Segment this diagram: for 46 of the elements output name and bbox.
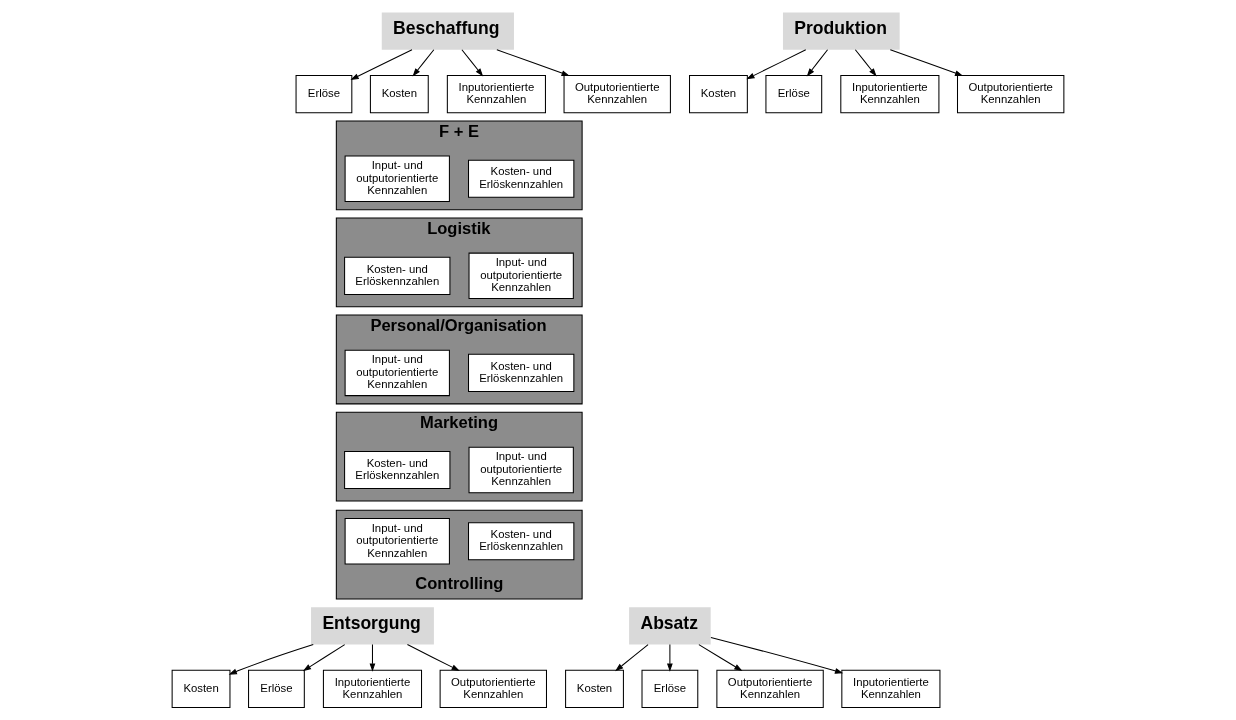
node-box: Erlöse xyxy=(248,669,305,708)
arrow xyxy=(615,644,649,672)
arrow xyxy=(350,49,413,80)
arrow xyxy=(667,644,673,672)
node-box: Inputorientierte Kennzahlen xyxy=(446,74,546,114)
arrow xyxy=(889,49,964,76)
node-box: Erlöse xyxy=(765,74,823,114)
arrow xyxy=(406,644,460,671)
node-box: Produktion xyxy=(782,12,900,50)
node-box: Entsorgung xyxy=(311,607,434,645)
node-box: Outputorientierte Kennzahlen xyxy=(563,74,671,114)
arrow xyxy=(412,49,435,77)
arrow xyxy=(496,49,570,76)
node-box: Inputorientierte Kennzahlen xyxy=(322,669,423,708)
arrow xyxy=(369,644,376,672)
node-box: Input- und outputorientierte Kennzahlen xyxy=(344,518,450,565)
node-box: Erlöse xyxy=(641,669,699,708)
arrow xyxy=(228,644,314,675)
node-box: Erlöse xyxy=(295,74,353,114)
node-box: Outputorientierte Kennzahlen xyxy=(439,669,547,708)
arrow xyxy=(854,49,877,77)
node-box: Input- und outputorientierte Kennzahlen xyxy=(344,349,450,397)
node-box: Kosten xyxy=(171,669,231,708)
node-box: Kosten xyxy=(689,74,748,114)
node-box: Outputorientierte Kennzahlen xyxy=(716,669,824,708)
node-box: Kosten- und Erlöskennzahlen xyxy=(468,159,575,198)
node-box: Inputorientierte Kennzahlen xyxy=(840,74,940,114)
node-box: Kosten- und Erlöskennzahlen xyxy=(344,450,451,490)
node-box: Input- und outputorientierte Kennzahlen xyxy=(468,252,574,300)
arrow xyxy=(746,49,807,80)
node-box: Kosten- und Erlöskennzahlen xyxy=(468,353,575,392)
arrow xyxy=(806,49,829,77)
node-box: Kosten xyxy=(369,74,429,114)
node-box: Kosten- und Erlöskennzahlen xyxy=(468,522,575,561)
node-box: Input- und outputorientierte Kennzahlen xyxy=(344,155,450,202)
arrow xyxy=(698,644,743,672)
arrow xyxy=(302,644,346,672)
node-box: Kosten xyxy=(565,669,624,708)
node-box: Kosten- und Erlöskennzahlen xyxy=(344,256,451,295)
arrow xyxy=(710,636,844,674)
arrow xyxy=(461,49,484,77)
node-box: Input- und outputorientierte Kennzahlen xyxy=(468,446,574,494)
node-box: Beschaffung xyxy=(381,12,514,50)
node-box: Outputorientierte Kennzahlen xyxy=(957,74,1065,114)
node-box: Absatz xyxy=(629,607,711,645)
node-box: Inputorientierte Kennzahlen xyxy=(841,669,941,708)
